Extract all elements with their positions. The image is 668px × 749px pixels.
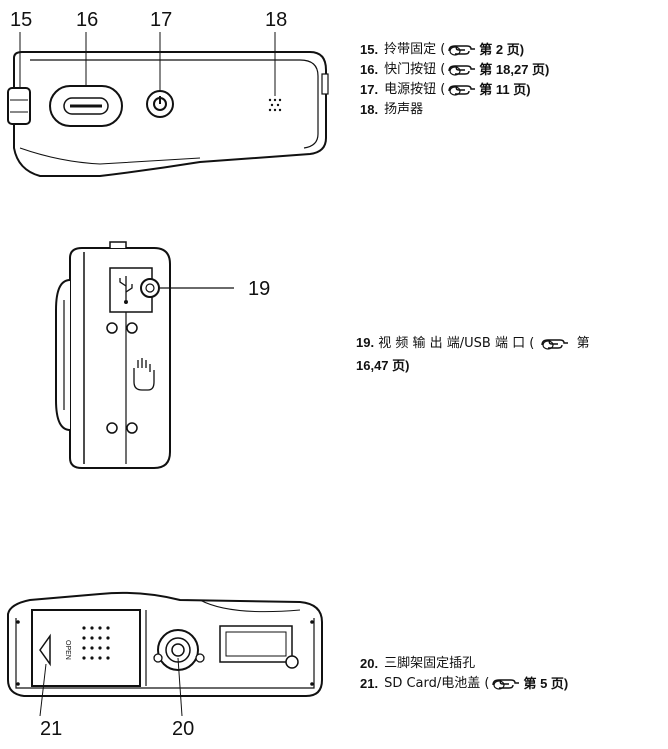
- hand-pointer-icon: [492, 679, 520, 690]
- hand-pointer-icon: [448, 85, 476, 96]
- hand-pointer-icon: [541, 338, 569, 350]
- legend-item-16: 16. 快门按钮 ( 第 18,27 页): [360, 62, 550, 77]
- legend-item-21: 21. SD Card/电池盖 ( 第 5 页): [360, 676, 569, 691]
- camera-side-view-figure: [55, 241, 234, 469]
- camera-bottom-view-figure: OPEN: [7, 591, 323, 717]
- callout-18: 18: [265, 9, 288, 31]
- callout-16: 16: [76, 9, 99, 31]
- legend-item-19: 19. 视 频 输 出 端/USB 端 口 ( 第: [356, 335, 590, 351]
- legend-item-17: 17. 电源按钮 ( 第 11 页): [360, 82, 531, 97]
- bottom-legend: 20. 三脚架固定插孔 21. SD Card/电池盖 ( 第 5 页): [360, 654, 568, 694]
- mid-legend: 19. 视 频 输 出 端/USB 端 口 ( 第 16,47 页): [356, 332, 656, 378]
- callout-21: 21: [40, 718, 63, 740]
- legend-item-18: 18. 扬声器: [360, 102, 424, 117]
- top-legend: 15. 拎带固定 ( 第 2 页) 16. 快门按钮 ( 第 18,27 页) …: [360, 40, 549, 120]
- svg-text:OPEN: OPEN: [64, 640, 71, 660]
- callout-15: 15: [10, 9, 33, 31]
- legend-item-19-cont: 16,47 页): [356, 358, 410, 373]
- hand-pointer-icon: [448, 45, 476, 56]
- hand-pointer-icon: [448, 65, 476, 76]
- legend-item-15: 15. 拎带固定 ( 第 2 页): [360, 42, 525, 57]
- camera-top-view-figure: [7, 32, 329, 177]
- callout-17: 17: [150, 9, 173, 31]
- legend-item-20: 20. 三脚架固定插孔: [360, 656, 476, 671]
- callout-20: 20: [172, 718, 195, 740]
- callout-19: 19: [248, 278, 271, 300]
